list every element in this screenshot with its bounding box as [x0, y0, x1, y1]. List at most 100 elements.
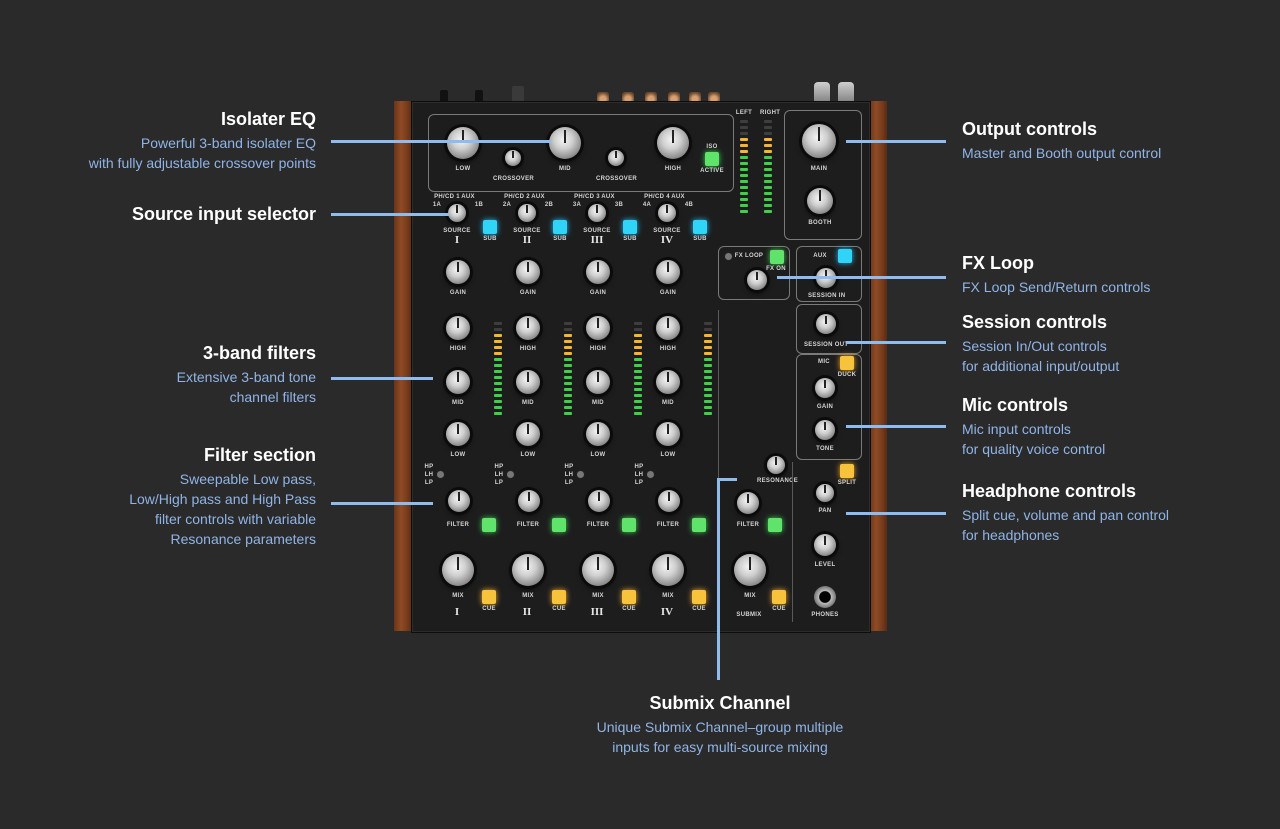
- pan-label: PAN: [818, 508, 832, 514]
- filter-hp-label: HP: [634, 464, 644, 470]
- session-out-frame: [796, 304, 862, 354]
- submix-cue-button[interactable]: [772, 590, 786, 604]
- source-label: SOURCE: [513, 228, 541, 234]
- callout-session-controls: Session controls Session In/Out controls…: [962, 311, 1262, 376]
- sub-button[interactable]: [553, 220, 567, 234]
- leader-line-3band-filters: [331, 377, 433, 380]
- eq-high-knob[interactable]: [446, 316, 470, 340]
- crossover-knob[interactable]: [505, 150, 521, 166]
- mic-tone-knob[interactable]: [815, 420, 835, 440]
- cue-button[interactable]: [482, 590, 496, 604]
- mixer-faceplate: LOW CROSSOVER MID CROSSOVER HIGH ISO ACT…: [411, 101, 871, 633]
- fx-on-label: FX ON: [766, 266, 786, 272]
- eq-low-knob[interactable]: [516, 422, 540, 446]
- eq-high-knob[interactable]: [516, 316, 540, 340]
- sub-button[interactable]: [623, 220, 637, 234]
- eq-mid-knob[interactable]: [586, 370, 610, 394]
- channel-source-a-label: 1A: [432, 202, 442, 208]
- pan-knob[interactable]: [816, 484, 834, 502]
- gain-knob[interactable]: [516, 260, 540, 284]
- filter-lp-label: LP: [634, 480, 644, 486]
- mix-knob[interactable]: [512, 554, 544, 586]
- eq-high-knob[interactable]: [586, 316, 610, 340]
- rear-switch: [440, 90, 448, 102]
- submix-divider: [718, 310, 719, 620]
- cue-button[interactable]: [692, 590, 706, 604]
- session-in-label: SESSION IN: [808, 293, 846, 299]
- filter-mode-switch[interactable]: [576, 470, 585, 479]
- headphone-jack: [814, 586, 836, 608]
- filter-knob[interactable]: [588, 490, 610, 512]
- session-sub-button[interactable]: [838, 249, 852, 263]
- channel-aux-label: AUX: [461, 194, 475, 200]
- channel-number: III: [590, 234, 604, 246]
- sub-button[interactable]: [693, 220, 707, 234]
- filter-on-button[interactable]: [692, 518, 706, 532]
- iso-active-button[interactable]: [705, 152, 719, 166]
- eq-high-label: HIGH: [659, 346, 677, 352]
- split-button[interactable]: [840, 464, 854, 478]
- session-out-knob[interactable]: [816, 314, 836, 334]
- eq-low-label: LOW: [590, 452, 606, 458]
- sub-button[interactable]: [483, 220, 497, 234]
- gain-label: GAIN: [519, 290, 537, 296]
- filter-mode-switch[interactable]: [506, 470, 515, 479]
- phones-level-knob[interactable]: [814, 534, 836, 556]
- eq-mid-knob[interactable]: [516, 370, 540, 394]
- session-frame: [796, 246, 862, 302]
- isolater-eq-frame: [428, 114, 734, 192]
- channel-number: II: [522, 234, 532, 246]
- eq-high-knob[interactable]: [656, 316, 680, 340]
- cue-button[interactable]: [622, 590, 636, 604]
- source-selector-knob[interactable]: [448, 204, 466, 222]
- eq-low-knob[interactable]: [656, 422, 680, 446]
- eq-mid-knob[interactable]: [549, 127, 581, 159]
- filter-knob[interactable]: [658, 490, 680, 512]
- submix-filter-button[interactable]: [768, 518, 782, 532]
- source-selector-knob[interactable]: [518, 204, 536, 222]
- filter-on-button[interactable]: [622, 518, 636, 532]
- fx-loop-knob[interactable]: [747, 270, 767, 290]
- cue-button[interactable]: [552, 590, 566, 604]
- eq-mid-knob[interactable]: [656, 370, 680, 394]
- filter-mode-switch[interactable]: [436, 470, 445, 479]
- eq-mid-knob[interactable]: [446, 370, 470, 394]
- fx-loop-label: FX LOOP: [734, 253, 764, 259]
- crossover-knob[interactable]: [608, 150, 624, 166]
- source-label: SOURCE: [443, 228, 471, 234]
- mic-duck-button[interactable]: [840, 356, 854, 370]
- gain-knob[interactable]: [586, 260, 610, 284]
- filter-knob[interactable]: [518, 490, 540, 512]
- booth-output-label: BOOTH: [808, 220, 832, 226]
- channel-number: I: [454, 606, 460, 618]
- gain-knob[interactable]: [656, 260, 680, 284]
- eq-low-knob[interactable]: [446, 422, 470, 446]
- eq-high-knob[interactable]: [657, 127, 689, 159]
- mix-knob[interactable]: [442, 554, 474, 586]
- gain-label: GAIN: [659, 290, 677, 296]
- main-output-knob[interactable]: [802, 124, 836, 158]
- filter-on-button[interactable]: [552, 518, 566, 532]
- submix-mix-knob[interactable]: [734, 554, 766, 586]
- filter-on-button[interactable]: [482, 518, 496, 532]
- mic-gain-knob[interactable]: [815, 378, 835, 398]
- callout-title: Mic controls: [962, 395, 1069, 415]
- resonance-knob[interactable]: [767, 456, 785, 474]
- mix-knob[interactable]: [582, 554, 614, 586]
- filter-lp-label: LP: [564, 480, 574, 486]
- gain-knob[interactable]: [446, 260, 470, 284]
- fx-main-sub-switch[interactable]: [724, 252, 733, 261]
- mix-knob[interactable]: [652, 554, 684, 586]
- rear-switch: [475, 90, 483, 102]
- submix-filter-knob[interactable]: [737, 492, 759, 514]
- filter-mode-switch[interactable]: [646, 470, 655, 479]
- filter-knob[interactable]: [448, 490, 470, 512]
- eq-low-label: LOW: [450, 452, 466, 458]
- source-selector-knob[interactable]: [588, 204, 606, 222]
- eq-low-knob[interactable]: [586, 422, 610, 446]
- eq-low-knob[interactable]: [447, 127, 479, 159]
- source-selector-knob[interactable]: [658, 204, 676, 222]
- booth-output-knob[interactable]: [807, 188, 833, 214]
- source-label: SOURCE: [653, 228, 681, 234]
- fx-on-button[interactable]: [770, 250, 784, 264]
